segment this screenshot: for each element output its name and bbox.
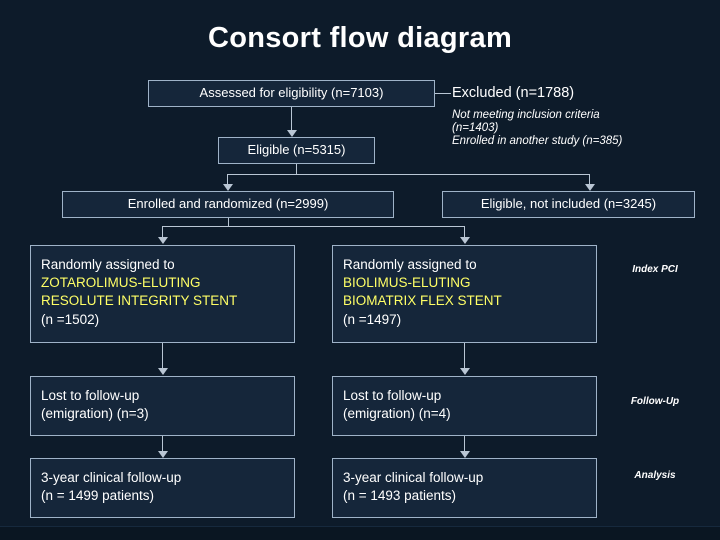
box-left-randomly-assigned: Randomly assigned to ZOTAROLIMUS-ELUTING… bbox=[30, 245, 295, 343]
left-lost-line-1: Lost to follow-up bbox=[41, 388, 140, 403]
connector-eligible-split bbox=[227, 174, 589, 175]
arrow-assessed-to-eligible bbox=[287, 130, 297, 137]
arrow-left-arm-to-lost bbox=[158, 368, 168, 375]
connector-eligible-down bbox=[296, 164, 297, 174]
box-eligible: Eligible (n=5315) bbox=[218, 137, 375, 164]
right-arm-line-1: Randomly assigned to bbox=[343, 257, 477, 272]
right-arm-line-3: BIOMATRIX FLEX STENT bbox=[343, 293, 502, 309]
left-arm-line-1: Randomly assigned to bbox=[41, 257, 175, 272]
left-arm-line-2: ZOTAROLIMUS-ELUTING bbox=[41, 275, 201, 291]
box-right-lost-to-followup: Lost to follow-up (emigration) (n=4) bbox=[332, 376, 597, 436]
right-lost-line-2: (emigration) (n=4) bbox=[343, 406, 451, 422]
connector-assessed-to-excluded bbox=[435, 93, 451, 94]
box-enrolled-randomized: Enrolled and randomized (n=2999) bbox=[62, 191, 394, 218]
connector-right-lost-to-followup bbox=[464, 436, 465, 453]
connector-arms-split bbox=[162, 226, 464, 227]
box-eligible-not-included-label: Eligible, not included (n=3245) bbox=[480, 196, 657, 212]
excluded-title: Excluded (n=1788) bbox=[452, 85, 575, 101]
arrow-to-left-arm bbox=[158, 237, 168, 244]
box-right-three-year-followup: 3-year clinical follow-up (n = 1493 pati… bbox=[332, 458, 597, 518]
box-assessed-label: Assessed for eligibility (n=7103) bbox=[199, 85, 384, 101]
left-arm-line-3: RESOLUTE INTEGRITY STENT bbox=[41, 293, 238, 309]
arrow-to-eligible-not-included bbox=[585, 184, 595, 191]
connector-randomized-down bbox=[228, 218, 229, 226]
excluded-reason-3: Enrolled in another study (n=385) bbox=[452, 135, 623, 147]
right-arm-line-4: (n =1497) bbox=[343, 311, 402, 327]
left-arm-line-4: (n =1502) bbox=[41, 311, 100, 327]
arrow-right-arm-to-lost bbox=[460, 368, 470, 375]
connector-arm-left bbox=[162, 226, 163, 239]
arrow-right-lost-to-followup bbox=[460, 451, 470, 458]
connector-assessed-to-eligible bbox=[291, 107, 292, 132]
box-eligible-not-included: Eligible, not included (n=3245) bbox=[442, 191, 695, 218]
connector-left-lost-to-followup bbox=[162, 436, 163, 453]
connector-split-right bbox=[589, 174, 590, 186]
left-followup-line-1: 3-year clinical follow-up bbox=[41, 470, 182, 485]
page-title: Consort flow diagram bbox=[207, 22, 513, 54]
right-lost-line-1: Lost to follow-up bbox=[343, 388, 442, 403]
arrow-to-enrolled-randomized bbox=[223, 184, 233, 191]
box-assessed-for-eligibility: Assessed for eligibility (n=7103) bbox=[148, 80, 435, 107]
box-enrolled-randomized-label: Enrolled and randomized (n=2999) bbox=[127, 196, 329, 212]
connector-left-arm-to-lost bbox=[162, 343, 163, 370]
excluded-reason-2: (n=1403) bbox=[452, 122, 499, 134]
excluded-reason-1: Not meeting inclusion criteria bbox=[452, 109, 600, 121]
arrow-left-lost-to-followup bbox=[158, 451, 168, 458]
box-left-lost-to-followup: Lost to follow-up (emigration) (n=3) bbox=[30, 376, 295, 436]
slide-footer-bar bbox=[0, 526, 720, 540]
stage-label-analysis: Analysis bbox=[634, 470, 676, 481]
box-left-three-year-followup: 3-year clinical follow-up (n = 1499 pati… bbox=[30, 458, 295, 518]
box-right-randomly-assigned: Randomly assigned to BIOLIMUS-ELUTING BI… bbox=[332, 245, 597, 343]
right-followup-line-1: 3-year clinical follow-up bbox=[343, 470, 484, 485]
right-arm-line-2: BIOLIMUS-ELUTING bbox=[343, 275, 471, 291]
connector-right-arm-to-lost bbox=[464, 343, 465, 370]
left-followup-line-2: (n = 1499 patients) bbox=[41, 488, 154, 504]
connector-split-left bbox=[227, 174, 228, 186]
connector-arm-right bbox=[464, 226, 465, 239]
arrow-to-right-arm bbox=[460, 237, 470, 244]
box-eligible-label: Eligible (n=5315) bbox=[247, 142, 346, 158]
stage-label-index-pci: Index PCI bbox=[632, 264, 678, 275]
right-followup-line-2: (n = 1493 patients) bbox=[343, 488, 456, 504]
left-lost-line-2: (emigration) (n=3) bbox=[41, 406, 149, 422]
stage-label-follow-up: Follow-Up bbox=[630, 396, 680, 407]
